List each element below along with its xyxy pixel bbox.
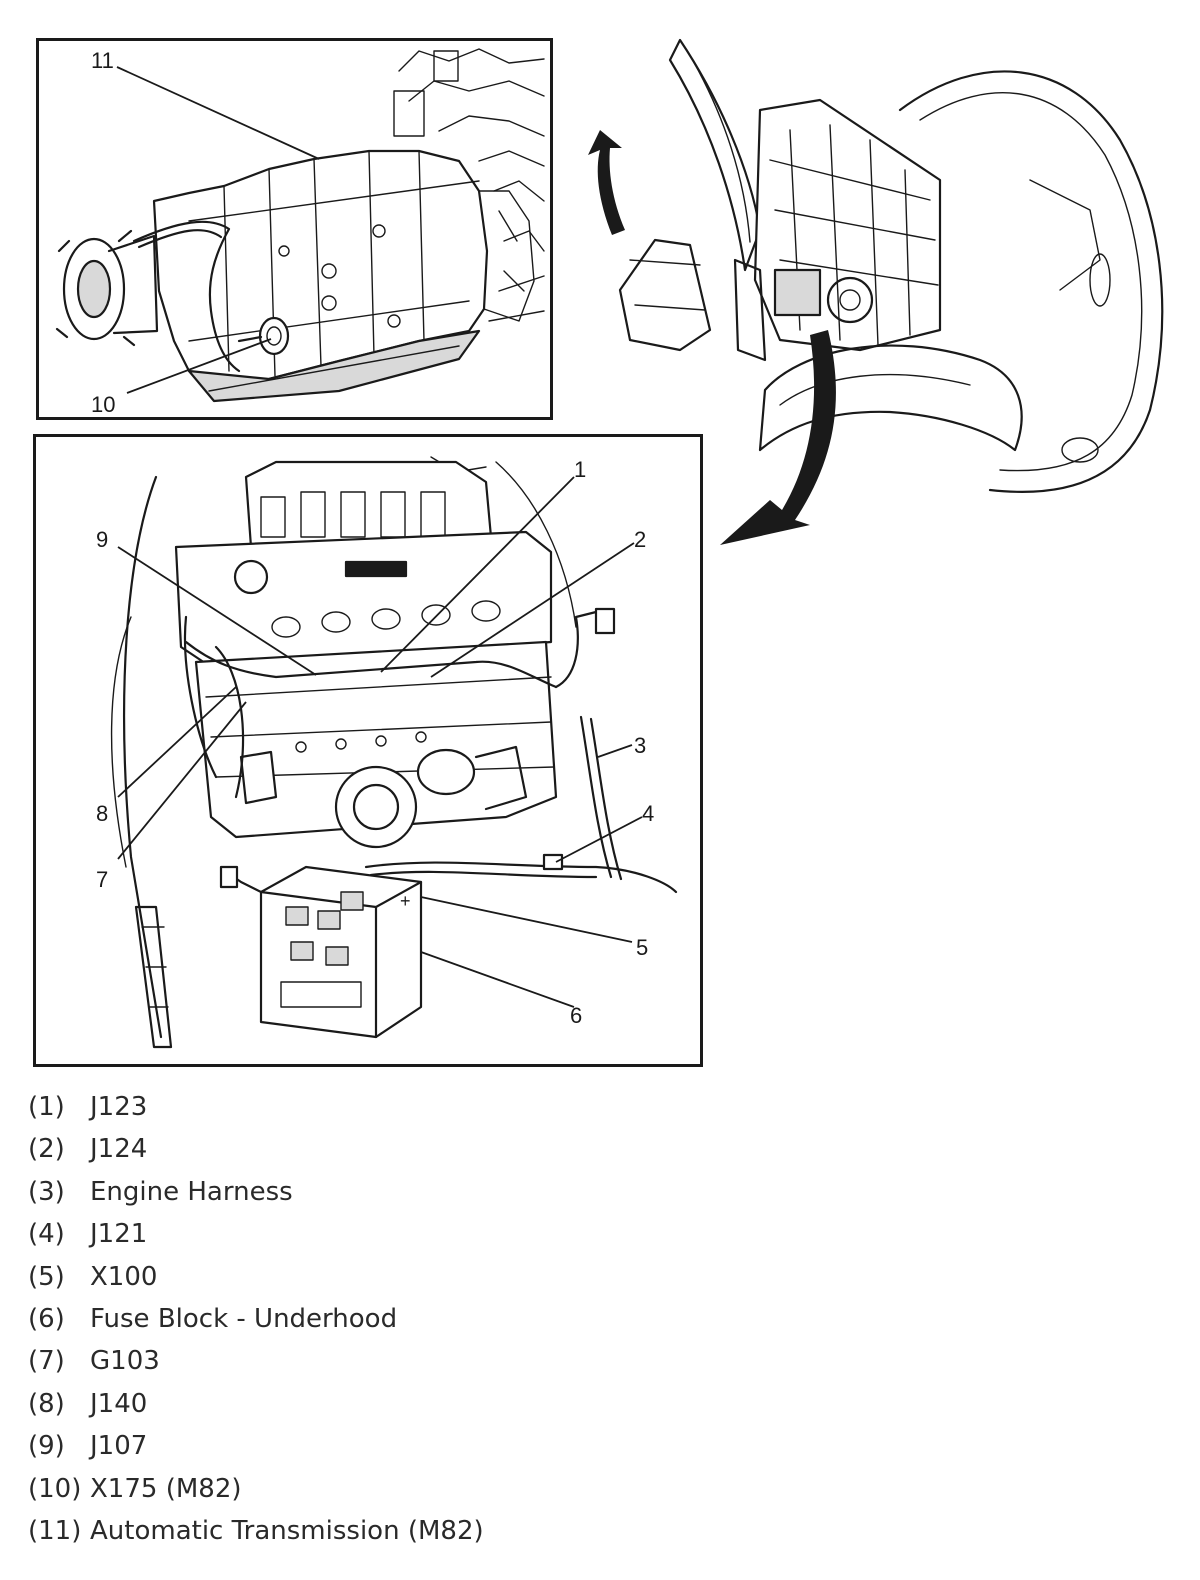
callout-9-leader <box>117 546 317 676</box>
legend-item: (11)Automatic Transmission (M82) <box>28 1515 484 1546</box>
callout-6-leader <box>420 951 575 1008</box>
wheel-liner <box>758 344 1023 452</box>
callout-10: 10 <box>91 392 115 417</box>
automatic-transmission <box>55 149 535 403</box>
callout-3-leader <box>597 744 633 758</box>
harness-routing <box>183 607 616 799</box>
legend-item: (8)J140 <box>28 1388 148 1419</box>
callout-10-leader <box>126 338 272 394</box>
callout-8: 8 <box>96 801 108 826</box>
legend-item: (4)J121 <box>28 1219 148 1250</box>
vehicle-structure <box>393 48 545 322</box>
callout-legend: (1)J123 (2)J124 (3)Engine Harness (4)J12… <box>28 1086 828 1552</box>
callout-6: 6 <box>570 1003 582 1028</box>
arrow-to-transmission-icon <box>588 130 625 235</box>
front-fender <box>618 38 762 352</box>
legend-item: (10)X175 (M82) <box>28 1473 242 1504</box>
fuse-block-underhood: + <box>219 865 423 1039</box>
x175-connector <box>237 316 290 356</box>
callout-2-leader <box>430 542 635 678</box>
callout-7: 7 <box>96 867 108 892</box>
engine-inset: + 1 2 3 4 5 6 7 8 9 <box>33 434 703 1067</box>
callout-5-leader <box>420 896 633 943</box>
callout-11-leader <box>116 66 320 160</box>
callout-7-leader <box>117 701 247 860</box>
legend-item: (2)J124 <box>28 1134 148 1165</box>
callout-8-leader <box>117 686 237 798</box>
plus-icon: + <box>400 891 411 911</box>
engine-illustration: + 1 2 3 4 5 6 7 8 9 <box>96 456 678 1049</box>
legend-item: (5)X100 <box>28 1261 158 1292</box>
legend-item: (9)J107 <box>28 1431 148 1462</box>
transmission-illustration: 11 10 <box>55 48 545 417</box>
body-structure <box>110 456 577 1049</box>
intake-manifold <box>244 460 493 549</box>
legend-item: (6)Fuse Block - Underhood <box>28 1303 398 1334</box>
callout-1: 1 <box>574 457 586 482</box>
callout-4: 4 <box>642 801 654 826</box>
callout-3: 3 <box>634 733 646 758</box>
transmission-inset: 11 10 <box>36 38 553 420</box>
valve-cover <box>174 530 553 669</box>
callout-2: 2 <box>634 527 646 552</box>
engine-block <box>194 640 558 849</box>
vehicle-overview <box>588 38 1164 545</box>
callout-5: 5 <box>636 935 648 960</box>
callout-4-leader <box>555 816 643 863</box>
engine-compartment <box>733 98 942 362</box>
arrow-to-engine-icon <box>720 330 836 545</box>
legend-item: (3)Engine Harness <box>28 1176 293 1207</box>
engine-harness <box>364 715 678 894</box>
callout-1-leader <box>380 476 575 673</box>
legend-item: (7)G103 <box>28 1346 160 1377</box>
legend-item: (1)J123 <box>28 1092 148 1122</box>
callout-11: 11 <box>91 48 114 73</box>
callout-9: 9 <box>96 527 108 552</box>
front-bumper-fascia <box>898 70 1164 493</box>
